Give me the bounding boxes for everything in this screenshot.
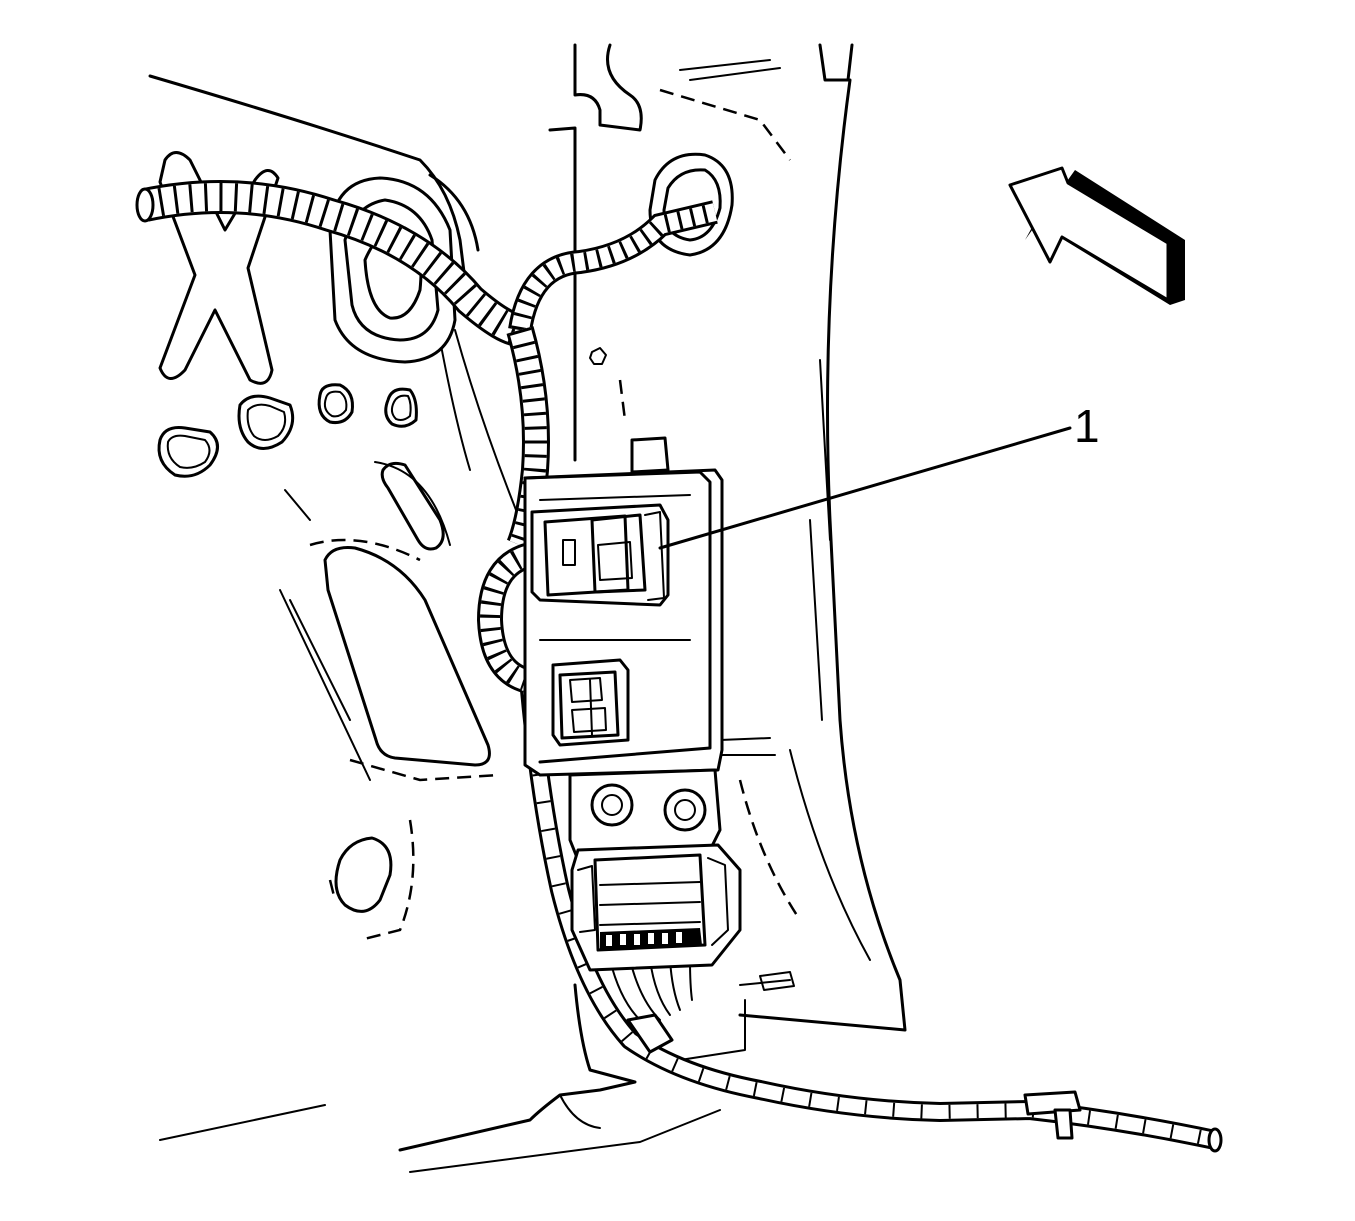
middle-connector	[551, 658, 630, 747]
callout-1-leader	[658, 426, 1072, 550]
upper-connector	[530, 503, 670, 607]
lower-connector	[570, 843, 742, 972]
control-module	[523, 436, 742, 972]
view-direction-arrow-icon	[1008, 166, 1185, 305]
callout-1-label: 1	[1074, 400, 1100, 452]
body-panel-left	[148, 74, 521, 1141]
b-pillar	[398, 43, 907, 1173]
